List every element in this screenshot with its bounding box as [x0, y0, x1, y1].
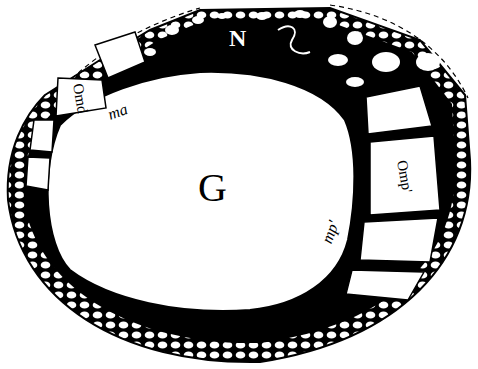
tissue-layer	[24, 20, 455, 343]
part-label: N	[229, 26, 246, 50]
nucleus-mark	[278, 26, 310, 53]
left-cells	[26, 32, 145, 190]
right-cells	[346, 86, 440, 300]
gut-cavity	[48, 72, 355, 311]
cell-rim	[8, 8, 471, 362]
part-label: G	[198, 168, 227, 208]
